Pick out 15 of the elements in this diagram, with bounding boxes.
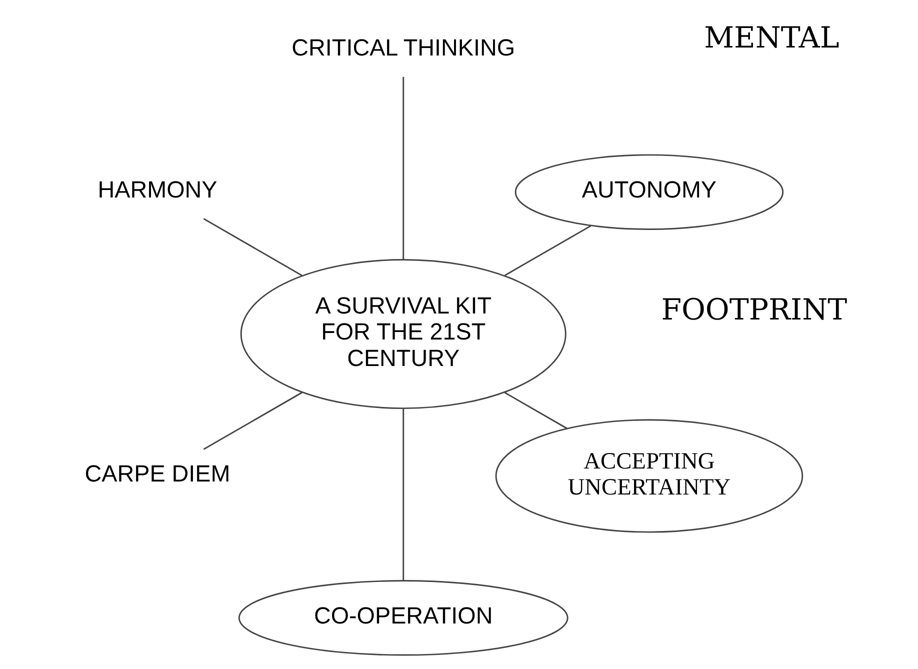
node-text: CRITICAL THINKING — [291, 34, 515, 61]
connector — [402, 408, 404, 581]
node-ellipse: A SURVIVAL KIT FOR THE 21ST CENTURY — [240, 259, 566, 410]
node-text: HARMONY — [97, 176, 217, 203]
node-ellipse: CO-OPERATION — [238, 580, 568, 656]
node-ellipse: ACCEPTING UNCERTAINTY — [494, 419, 803, 533]
label: FOOTPRINT — [660, 292, 847, 326]
node-ellipse: AUTONOMY — [514, 154, 784, 230]
connector — [504, 225, 591, 276]
node-text: CARPE DIEM — [84, 460, 230, 487]
connector — [504, 392, 568, 430]
connector — [402, 76, 404, 260]
connector — [202, 218, 302, 276]
label: MENTAL — [704, 20, 839, 55]
connector — [202, 392, 302, 450]
